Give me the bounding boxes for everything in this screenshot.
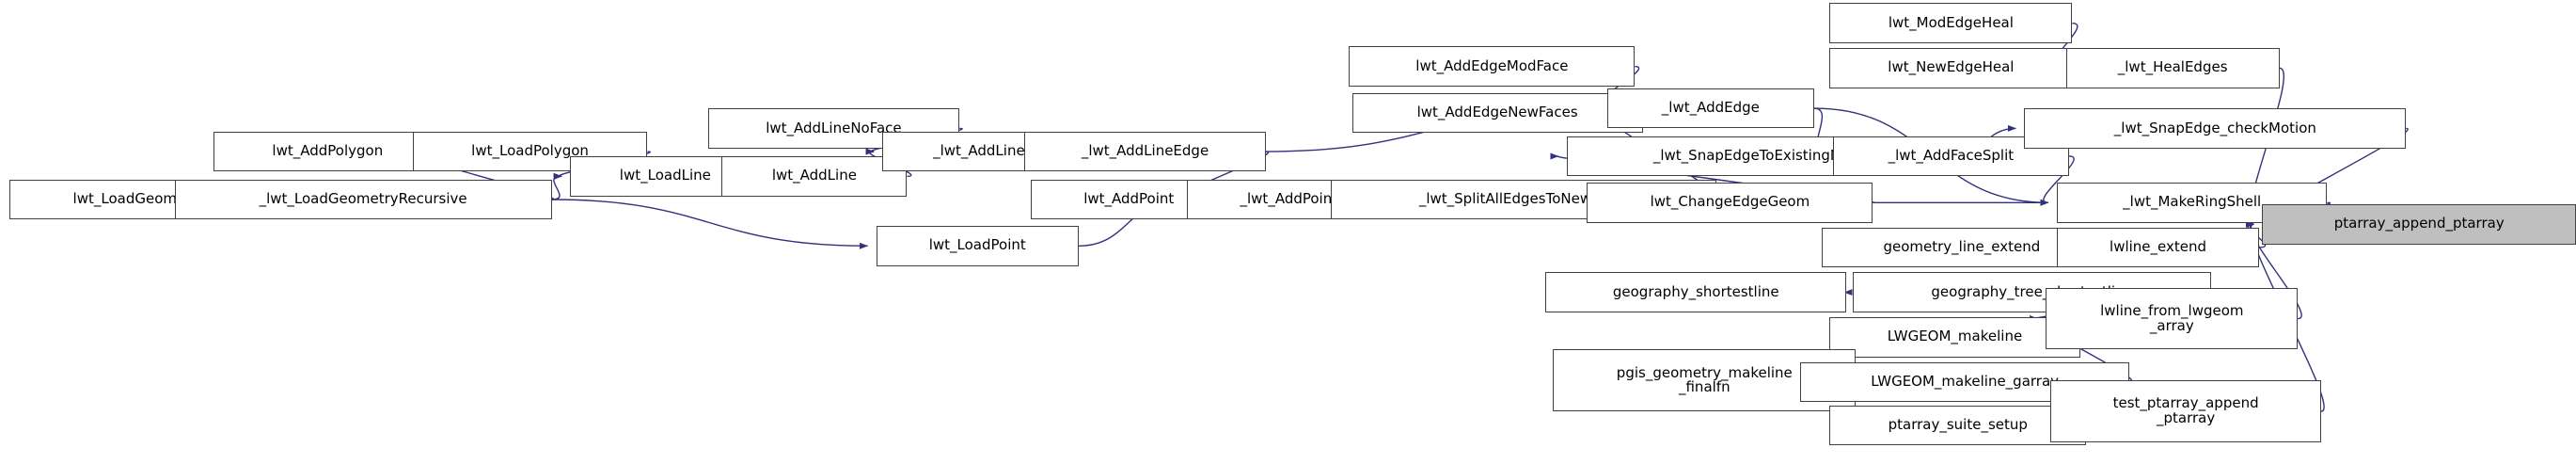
graph-node-label: lwt_AddPoint xyxy=(1083,190,1175,208)
graph-node-label: _lwt_MakeRingShell xyxy=(2123,193,2262,211)
graph-node-lwt_AddEdgeModFace[interactable]: lwt_AddEdgeModFace xyxy=(1349,46,1636,88)
graph-node-label: lwline_from_lwgeom _array xyxy=(2100,301,2244,334)
graph-node-label: _lwt_AddPoint xyxy=(1240,190,1338,208)
graph-node-label: _lwt_HealEdges xyxy=(2117,58,2228,76)
graph-node-label: lwt_NewEdgeHeal xyxy=(1888,58,2015,76)
graph-node-lwt_AddEdgeNewFaces[interactable]: lwt_AddEdgeNewFaces xyxy=(1351,92,1643,134)
graph-node-_lwt_LoadGeometryRecursive[interactable]: _lwt_LoadGeometryRecursive xyxy=(174,179,552,220)
graph-node-geography_shortestline[interactable]: geography_shortestline xyxy=(1545,272,1847,312)
graph-node-ptarray_append_ptarray[interactable]: ptarray_append_ptarray xyxy=(2262,203,2576,245)
graph-node-label: lwt_AddLine xyxy=(771,167,857,184)
graph-edge-_lwt_LoadGeometryRecursive--lwt_LoadPoint xyxy=(551,199,869,249)
graph-node-label: lwt_AddPolygon xyxy=(272,142,384,160)
graph-node-label: _lwt_AddFaceSplit xyxy=(1888,147,2015,165)
graph-node-test_ptarray_append_ptarray[interactable]: test_ptarray_append _ptarray xyxy=(2050,380,2321,442)
graph-node-label: LWGEOM_makeline_garray xyxy=(1871,373,2060,391)
graph-node-label: lwt_ModEdgeHeal xyxy=(1888,13,2014,31)
graph-node-label: pgis_geometry_makeline _finalfn xyxy=(1616,363,1793,396)
graph-node-label: _lwt_LoadGeometryRecursive xyxy=(259,190,467,208)
graph-node-lwt_LoadPoint[interactable]: lwt_LoadPoint xyxy=(876,225,1079,266)
graph-node-label: lwt_LoadPoint xyxy=(928,236,1026,254)
graph-node-label: LWGEOM_makeline xyxy=(1887,328,2023,345)
graph-node-_lwt_HealEdges[interactable]: _lwt_HealEdges xyxy=(2065,47,2280,88)
graph-node-label: _lwt_SnapEdge_checkMotion xyxy=(2113,119,2316,136)
graph-node-label: _lwt_AddEdge xyxy=(1661,99,1760,117)
graph-node-label: lwt_ChangeEdgeGeom xyxy=(1650,193,1810,211)
graph-node-lwt_ChangeEdgeGeom[interactable]: lwt_ChangeEdgeGeom xyxy=(1587,182,1873,223)
graph-node-lwline_extend[interactable]: lwline_extend xyxy=(2056,227,2260,268)
graph-node-_lwt_AddEdge[interactable]: _lwt_AddEdge xyxy=(1606,88,1814,129)
graph-node-label: geometry_line_extend xyxy=(1883,238,2041,256)
graph-node-LWGEOM_makeline[interactable]: LWGEOM_makeline xyxy=(1829,316,2080,358)
graph-node-label: lwt_LoadLine xyxy=(619,167,711,184)
graph-node-lwt_AddPolygon[interactable]: lwt_AddPolygon xyxy=(213,131,442,172)
graph-node-label: lwt_AddLineNoFace xyxy=(766,119,902,136)
graph-node-_lwt_AddLineEdge[interactable]: _lwt_AddLineEdge xyxy=(1024,131,1266,172)
graph-node-label: lwt_AddEdgeNewFaces xyxy=(1416,104,1578,121)
graph-node-lwline_from_lwgeom_array[interactable]: lwline_from_lwgeom _array xyxy=(2046,287,2299,350)
graph-node-ptarray_suite_setup[interactable]: ptarray_suite_setup xyxy=(1829,405,2087,446)
graph-node-_lwt_SnapEdge_checkMotion[interactable]: _lwt_SnapEdge_checkMotion xyxy=(2024,108,2407,149)
graph-node-label: lwt_AddEdgeModFace xyxy=(1415,56,1569,74)
graph-node-label: ptarray_suite_setup xyxy=(1888,416,2028,434)
graph-node-lwt_NewEdgeHeal[interactable]: lwt_NewEdgeHeal xyxy=(1829,47,2073,88)
graph-node-label: geography_shortestline xyxy=(1612,282,1779,300)
graph-node-label: ptarray_append_ptarray xyxy=(2333,215,2505,232)
graph-node-label: _lwt_AddLineEdge xyxy=(1081,142,1209,160)
graph-node-lwt_AddLine[interactable]: lwt_AddLine xyxy=(721,155,908,197)
graph-node-label: lwline_extend xyxy=(2110,238,2207,256)
graph-node-label: _lwt_AddLine xyxy=(933,142,1025,160)
graph-node-label: test_ptarray_append _ptarray xyxy=(2112,394,2259,427)
graph-edge-_lwt_LoadGeometryRecursive--lwt_LoadLine xyxy=(551,172,562,200)
graph-node-lwt_ModEdgeHeal[interactable]: lwt_ModEdgeHeal xyxy=(1829,3,2073,43)
